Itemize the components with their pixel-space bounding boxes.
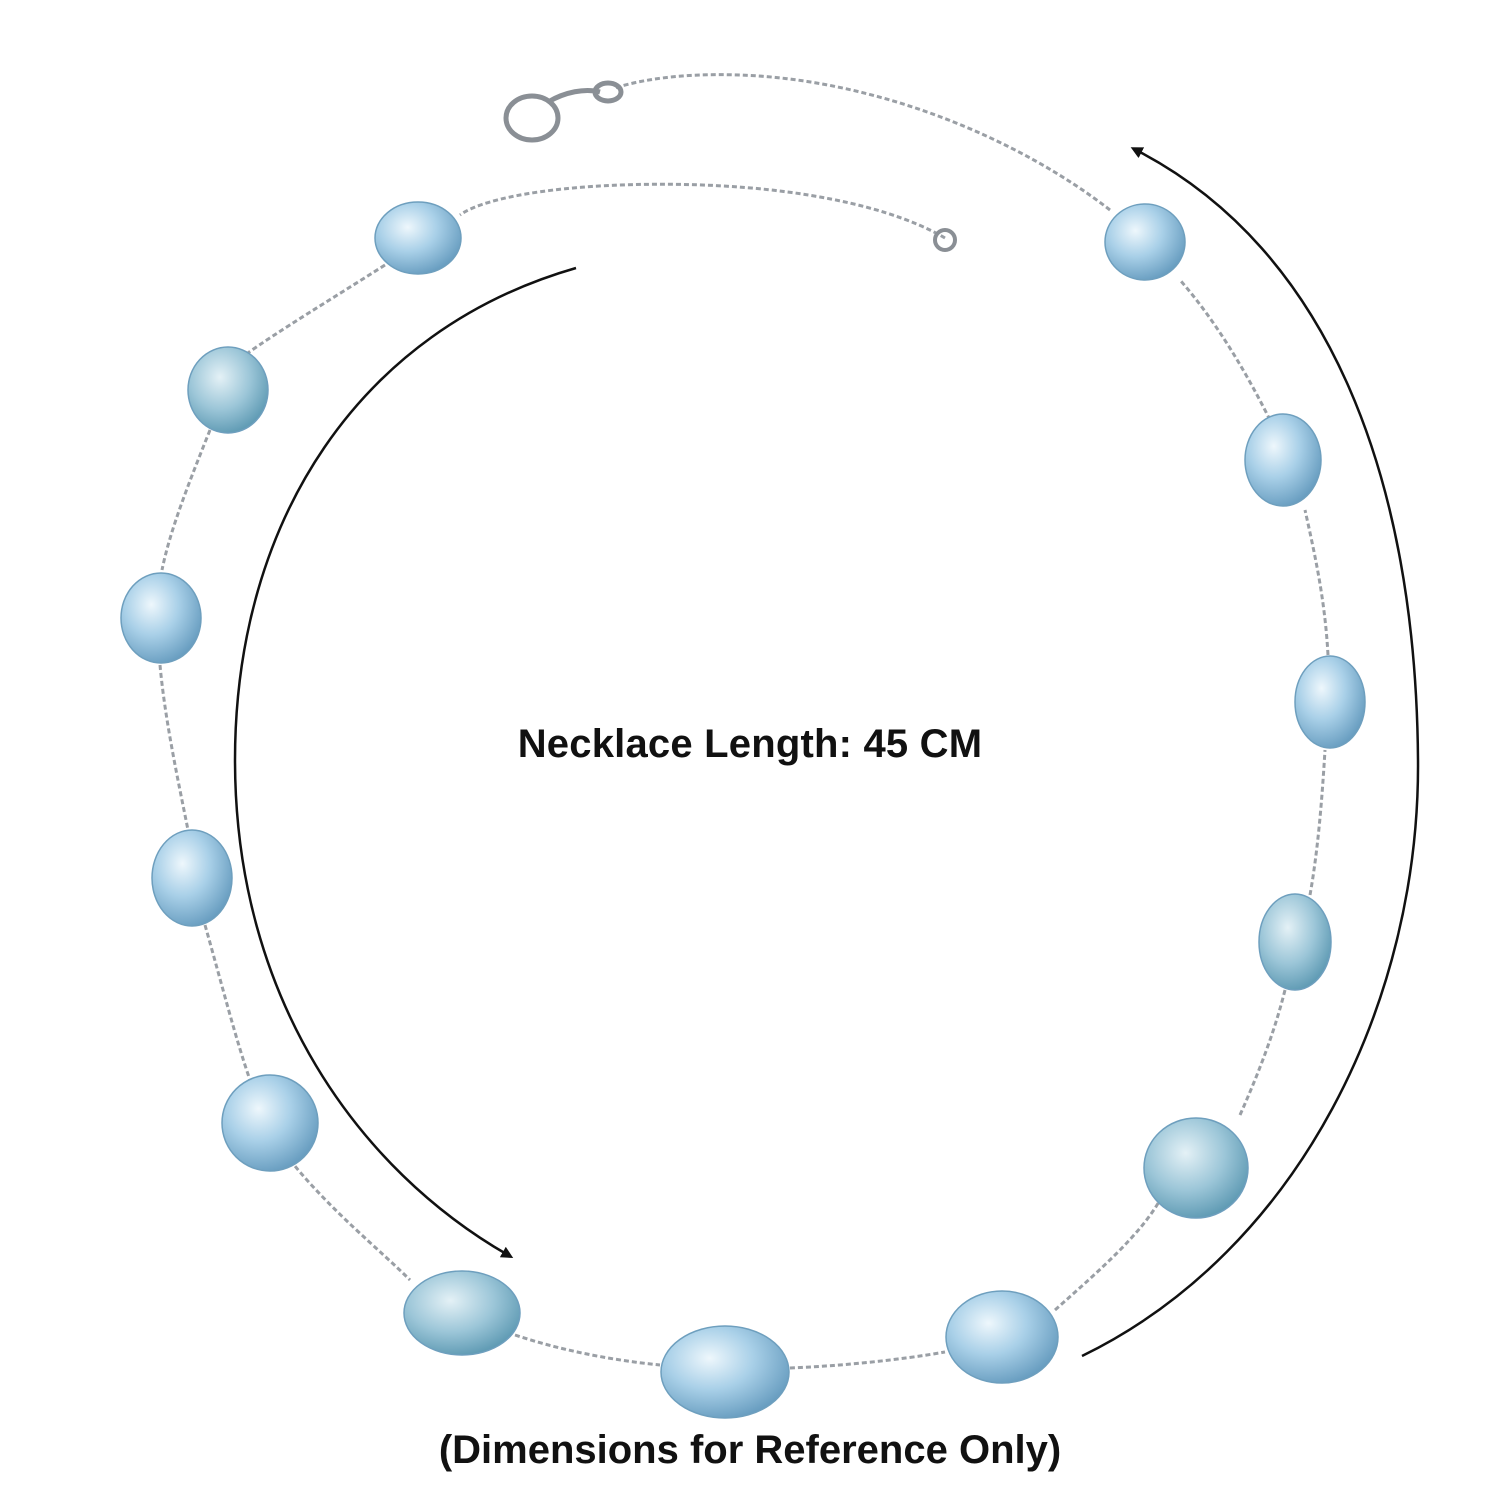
jump-ring-icon [933,228,957,252]
clasp-icon [503,80,624,143]
arrow-icon [1081,147,1420,1358]
stone [1104,203,1186,281]
stone [1294,655,1366,749]
stone [221,1074,319,1172]
stone [374,201,462,275]
stone [1258,893,1332,991]
stone [1143,1117,1249,1219]
stone [120,572,202,664]
stone [151,829,233,927]
stone [945,1290,1059,1384]
stone [660,1325,790,1419]
stones [120,201,1366,1419]
stone [187,346,269,434]
reference-note: (Dimensions for Reference Only) [438,1428,1062,1472]
necklace-length-label: Necklace Length: 45 CM [517,722,983,766]
stone [403,1270,521,1356]
arrow-icon [233,266,577,1258]
chain [158,73,1330,1370]
stone [1244,413,1322,507]
